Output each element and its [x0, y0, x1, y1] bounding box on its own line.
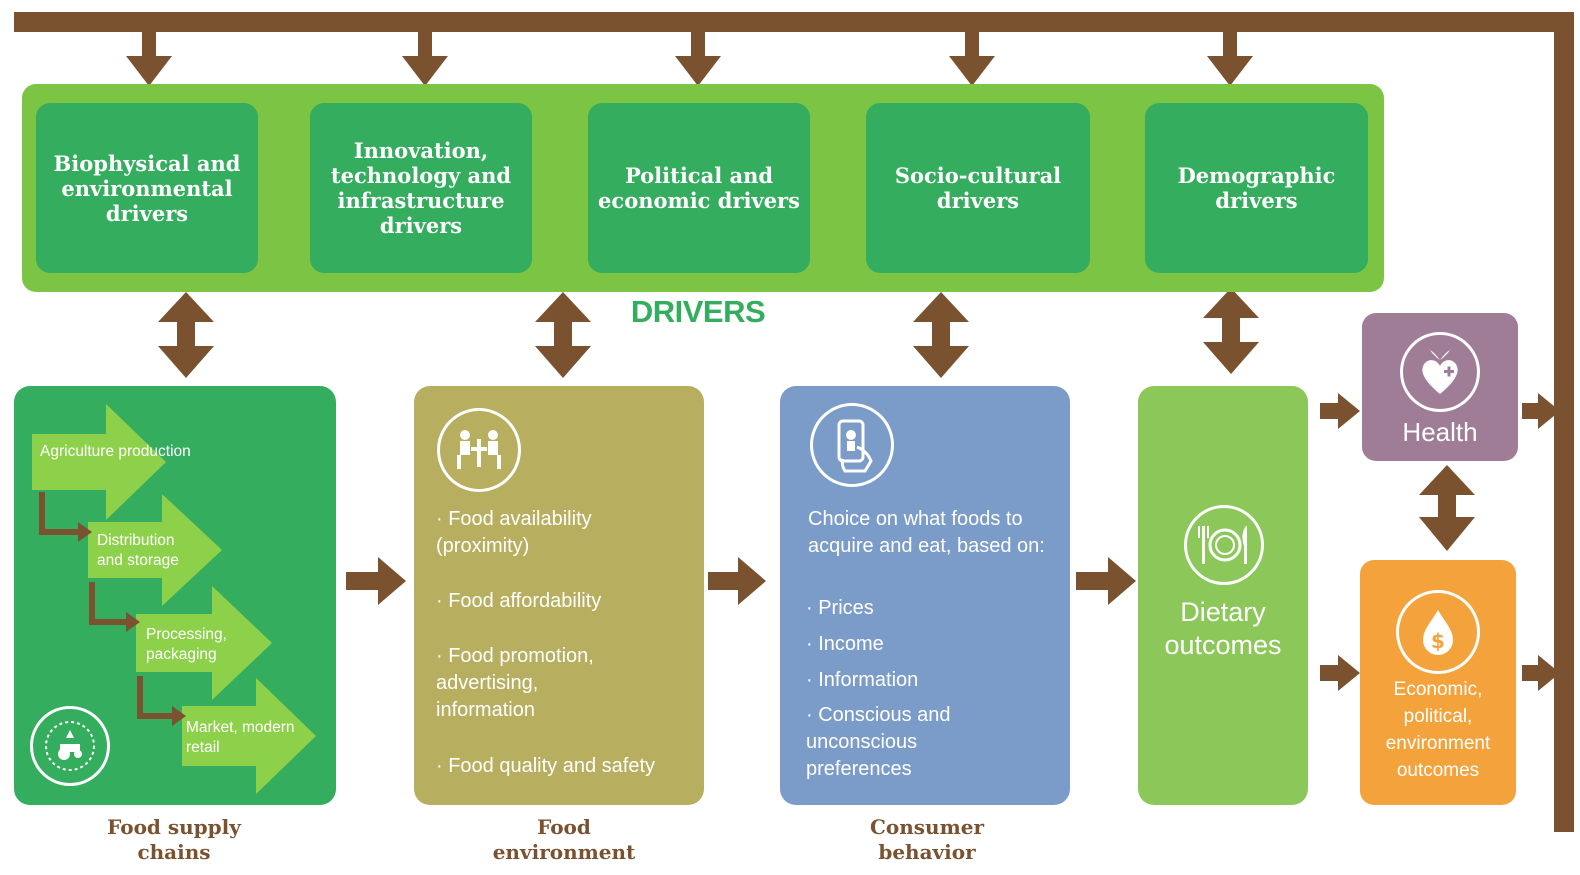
flow-arrow-dietary-econ	[1320, 655, 1360, 691]
drivers-heading: DRIVERS	[630, 294, 766, 329]
chain-arrow-1	[32, 404, 166, 520]
feedback-bar-right	[1554, 12, 1574, 832]
chain-arrow-4	[182, 678, 316, 794]
economic-outcomes-label: Economic, political, environment outcome…	[1385, 679, 1491, 781]
double-arrow-health-econ	[1419, 465, 1475, 551]
consumer-bullet-preferences: · Conscious and unconscious preferences	[806, 704, 951, 780]
feedback-bar-top	[14, 12, 1574, 32]
driver-biophysical: Biophysical and environmental drivers	[36, 103, 258, 273]
panel-dietary-outcomes	[1138, 386, 1308, 805]
dietary-outcomes-label: Dietary outcomes	[1164, 597, 1282, 660]
env-bullet-promotion: · Food promotion, advertising, informati…	[436, 645, 594, 721]
chain-step-processing: Processing, packaging	[146, 626, 227, 663]
flow-arrow-env-consumer	[708, 557, 766, 605]
plate-fork-knife-icon	[1184, 505, 1264, 585]
chain-step-market: Market, modern retail	[186, 719, 295, 756]
flow-arrow-consumer-dietary	[1076, 557, 1136, 605]
driver-demographic: Demographic drivers	[1145, 103, 1368, 273]
health-label: Health	[1402, 417, 1478, 447]
driver-socio-cultural: Socio-cultural drivers	[866, 103, 1090, 273]
double-arrow-supply	[158, 292, 214, 378]
flow-arrow-econ-out	[1522, 655, 1560, 691]
caption-consumer-behavior: Consumer behavior	[869, 815, 985, 864]
driver-political-economic: Political and economic drivers	[588, 103, 810, 273]
env-bullet-affordability: · Food affordability	[436, 590, 602, 612]
driver-innovation: Innovation, technology and infrastructur…	[310, 103, 532, 273]
flow-arrow-health-out	[1522, 393, 1560, 429]
flow-arrow-dietary-health	[1320, 393, 1360, 429]
feedback-arrow-3	[675, 30, 721, 86]
double-arrow-consumer	[913, 292, 969, 378]
feedback-arrow-2	[402, 30, 448, 86]
svg-text:$: $	[1431, 629, 1445, 653]
consumer-bullet-income: · Income	[806, 633, 884, 655]
chain-arrow-3	[136, 586, 272, 700]
phone-hand-icon	[810, 403, 894, 487]
consumer-bullet-information: · Information	[806, 669, 919, 691]
feedback-arrow-4	[949, 30, 995, 86]
feedback-arrow-1	[126, 30, 172, 86]
chain-step-distribution: Distribution and storage	[97, 532, 179, 569]
double-arrow-environment	[535, 292, 591, 378]
flow-arrow-supply-env	[346, 557, 406, 605]
env-bullet-availability: · Food availability (proximity)	[436, 508, 592, 557]
caption-food-environment: Food environment	[492, 815, 636, 864]
chain-arrow-2	[88, 494, 222, 606]
feedback-arrow-5	[1207, 30, 1253, 86]
consumer-bullet-prices: · Prices	[806, 597, 874, 619]
agriculture-seal-icon	[30, 706, 110, 786]
heart-plus-icon	[1400, 332, 1480, 412]
consumer-intro: Choice on what foods to acquire and eat,…	[808, 508, 1045, 557]
dining-people-icon	[437, 408, 521, 492]
caption-food-supply-chains: Food supply chains	[107, 815, 241, 864]
double-arrow-dietary	[1203, 288, 1259, 374]
chain-step-agriculture: Agriculture production	[40, 443, 191, 460]
dollar-drop-icon: $	[1396, 590, 1480, 674]
env-bullet-quality: · Food quality and safety	[436, 755, 656, 777]
